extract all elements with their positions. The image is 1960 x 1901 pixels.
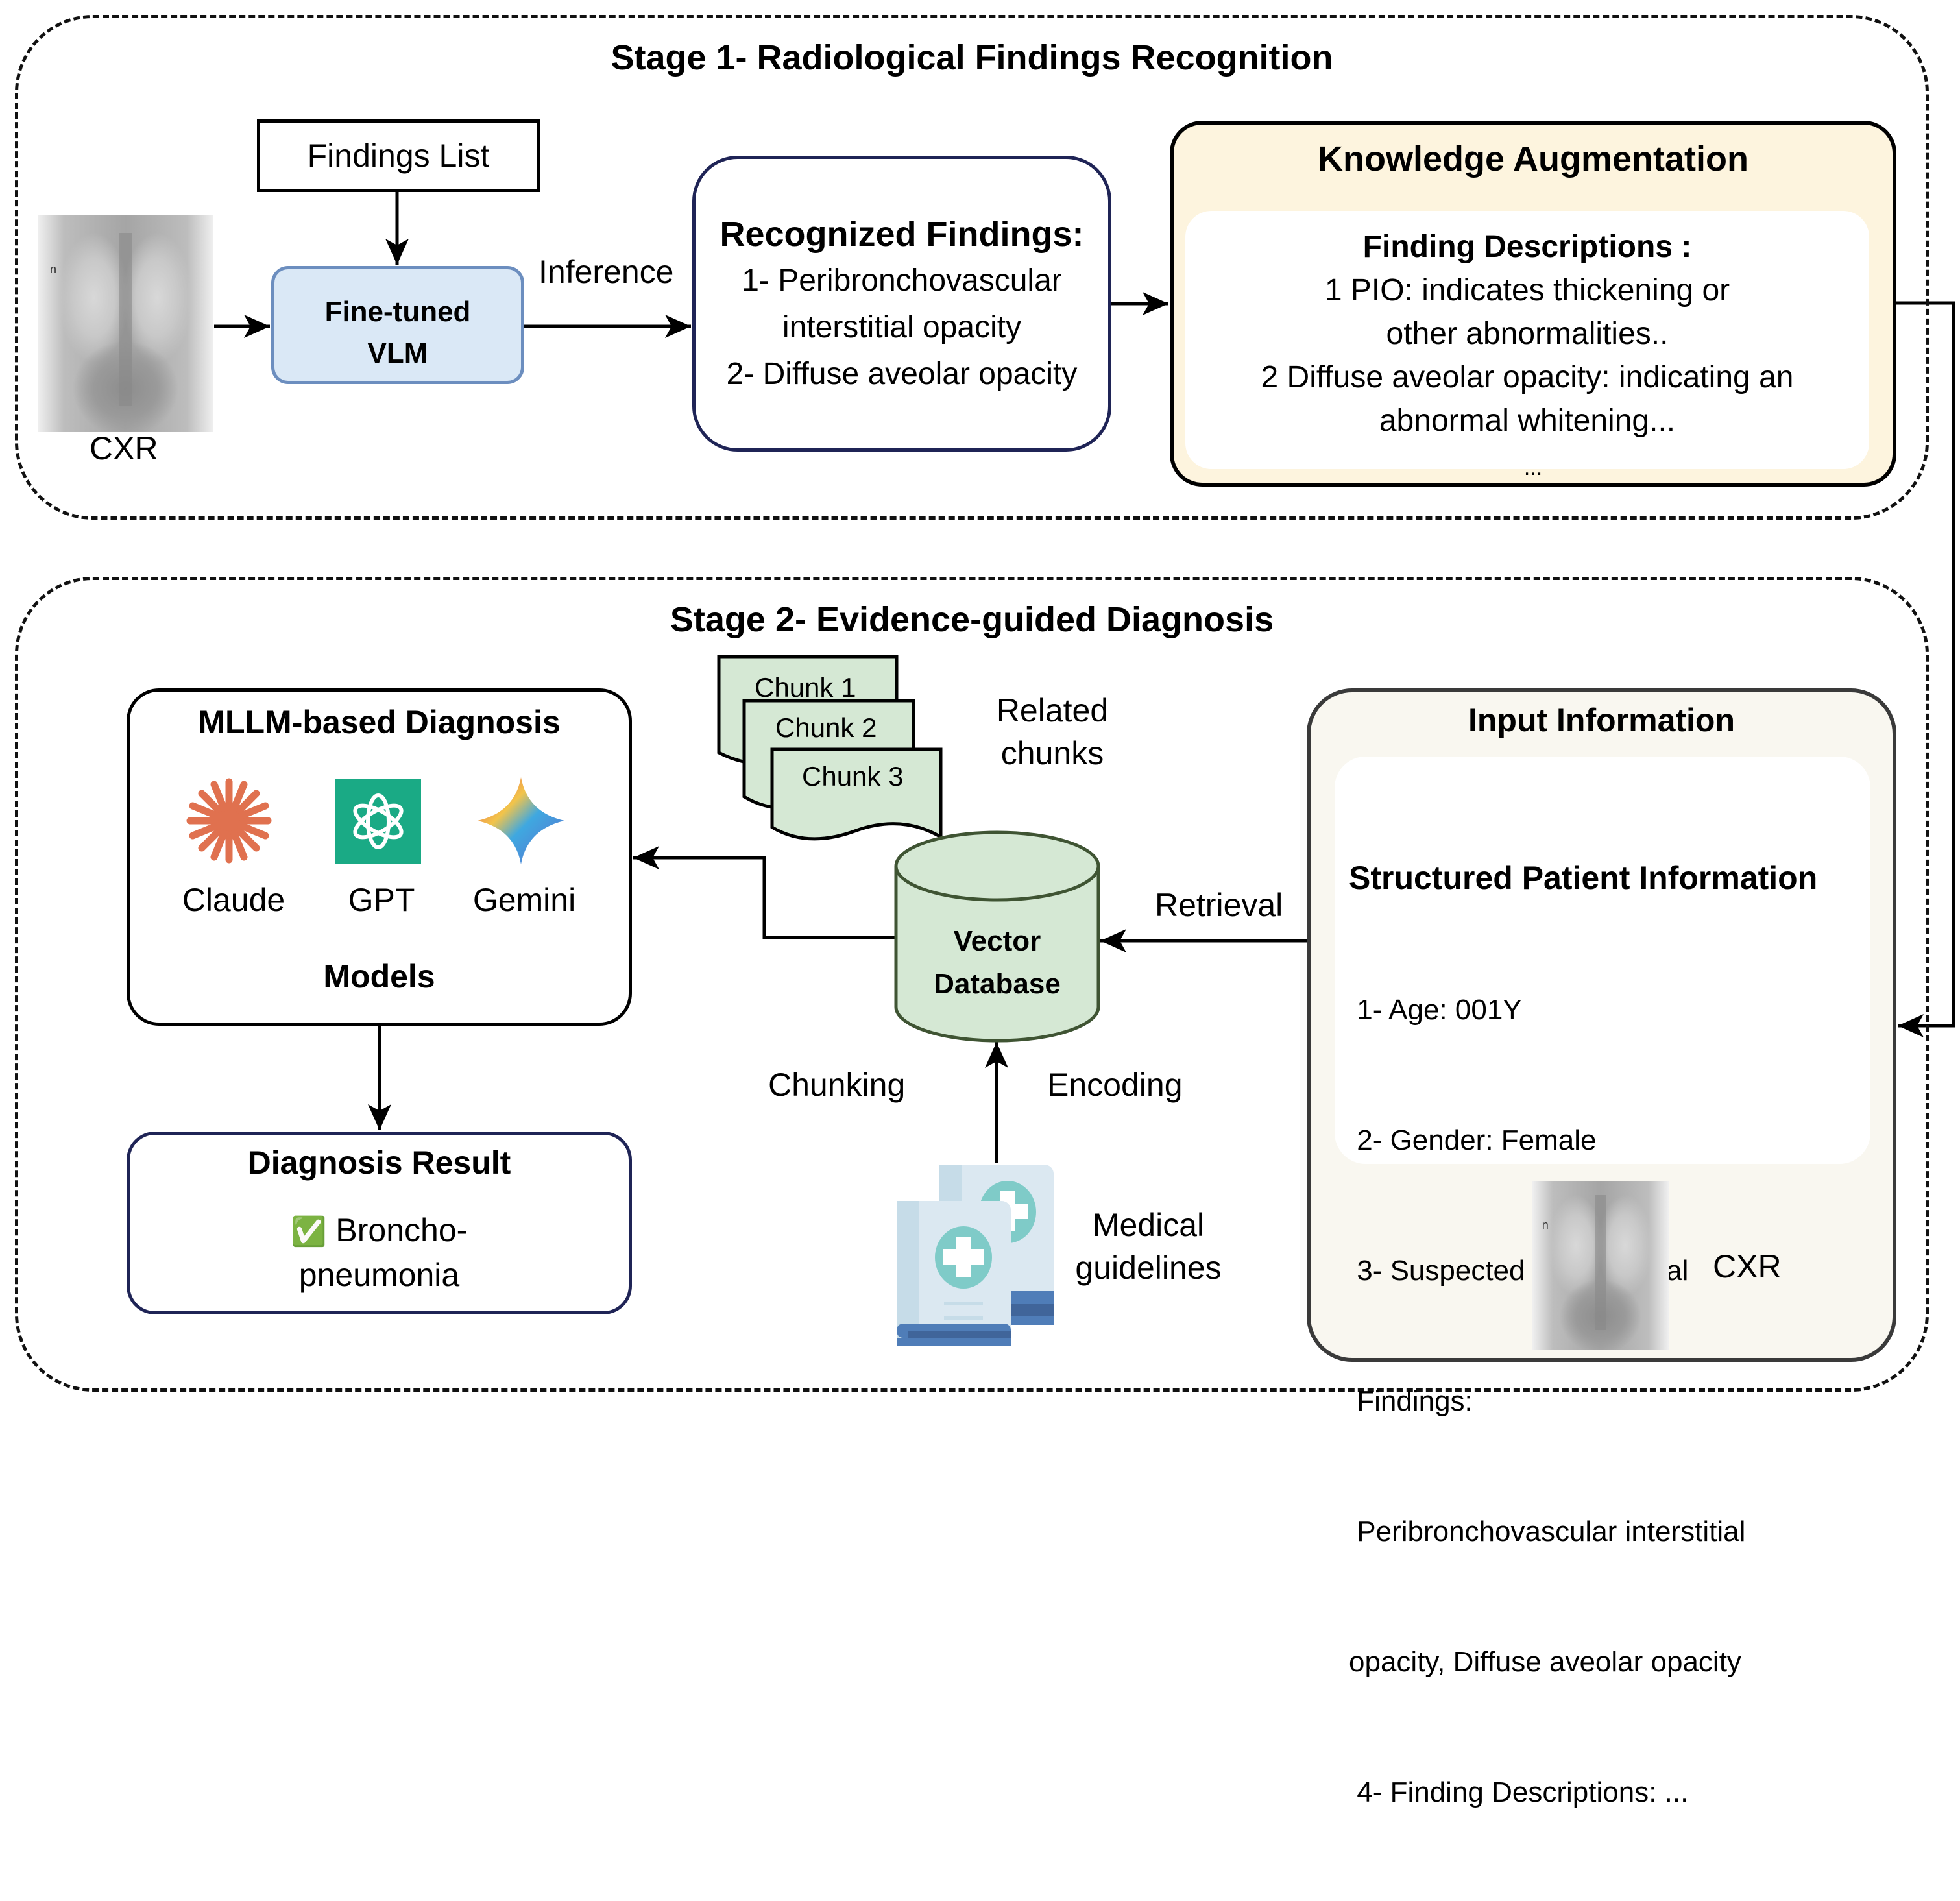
models-footer: Models: [323, 958, 435, 995]
medical-guidelines-label: Medical guidelines: [1064, 1204, 1233, 1289]
recognized-findings-box: Recognized Findings: 1- Peribronchovascu…: [692, 156, 1111, 452]
vector-database-label: Vector Database: [896, 920, 1098, 1006]
finding-descriptions-title: Finding Descriptions :: [1362, 230, 1692, 264]
diagnosis-result-line2: pneumonia: [298, 1257, 460, 1293]
chunk-document-3: [770, 747, 943, 841]
input-information-title: Input Information: [1468, 702, 1736, 738]
finding-description-line: 2 Diffuse aveolar opacity: indicating an: [1261, 360, 1794, 394]
cxr-image: n: [38, 215, 213, 432]
patient-info-line: 4- Finding Descriptions: ...: [1349, 1776, 1689, 1808]
related-chunks-line1: Related: [996, 692, 1109, 729]
connectors-layer: [186, 191, 1955, 1346]
vector-database-cylinder: [894, 830, 1100, 1043]
encoding-label: Encoding: [1047, 1067, 1183, 1103]
vector-db-line1: Vector: [953, 925, 1041, 957]
findings-list-box: Findings List: [257, 119, 540, 192]
chunk-label-2: Chunk 2: [775, 712, 877, 743]
mllm-diagnosis-box: MLLM-based Diagnosis Claude GPT Gemini M…: [127, 688, 632, 1026]
retrieval-label: Retrieval: [1155, 887, 1283, 923]
related-chunks-label: Related chunks: [960, 689, 1144, 775]
patient-info-line: 1- Age: 001Y: [1349, 994, 1522, 1026]
mllm-diagnosis-title: MLLM-based Diagnosis: [198, 704, 561, 740]
input-cxr-label: CXR: [1713, 1248, 1782, 1285]
recognized-finding-line: 2- Diffuse aveolar opacity: [726, 357, 1078, 391]
patient-info-line: 2- Gender: Female: [1349, 1124, 1597, 1156]
input-cxr-image: n: [1532, 1181, 1669, 1350]
model-label-gpt: GPT: [348, 882, 415, 918]
finding-descriptions-panel: Finding Descriptions : 1 PIO: indicates …: [1185, 211, 1869, 469]
vlm-label-line1: Fine-tuned: [324, 296, 471, 328]
finding-description-line: other abnormalities..: [1386, 317, 1669, 351]
stage2-title: Stage 2- Evidence-guided Diagnosis: [670, 600, 1274, 639]
patient-info-line: Peribronchovascular interstitial: [1349, 1516, 1746, 1547]
cxr-label: CXR: [90, 430, 158, 466]
vlm-box: Fine-tuned VLM: [271, 266, 524, 384]
chunk-label-3: Chunk 3: [802, 761, 904, 792]
findings-list-label: Findings List: [307, 138, 490, 174]
medical-books-icon: [897, 1165, 1054, 1346]
claude-logo-icon: [186, 778, 272, 864]
recognized-findings-title: Recognized Findings:: [720, 215, 1084, 254]
recognized-finding-line: 1- Peribronchovascular: [742, 263, 1062, 298]
recognized-finding-line: interstitial opacity: [782, 310, 1022, 345]
stage1-title: Stage 1- Radiological Findings Recogniti…: [611, 38, 1333, 77]
gemini-logo-icon: [478, 777, 564, 864]
stage2-container: Stage 2- Evidence-guided Diagnosis: [15, 577, 1929, 1392]
structured-patient-info-title: Structured Patient Information: [1349, 860, 1818, 896]
finding-description-line: 1 PIO: indicates thickening or: [1324, 273, 1730, 308]
diagnosis-result-line1: Broncho-: [335, 1212, 468, 1248]
chunk-label-1: Chunk 1: [755, 672, 856, 703]
model-label-claude: Claude: [182, 882, 285, 918]
knowledge-augmentation-title: Knowledge Augmentation: [1318, 139, 1748, 178]
finding-description-line: abnormal whitening...: [1379, 404, 1676, 438]
related-chunks-line2: chunks: [1000, 735, 1104, 771]
patient-info-line: opacity, Diffuse aveolar opacity: [1349, 1646, 1741, 1678]
check-icon: ✅: [291, 1216, 327, 1248]
vector-db-line2: Database: [934, 968, 1061, 1000]
chunking-label: Chunking: [768, 1067, 906, 1103]
knowledge-ellipsis: ...: [1523, 455, 1543, 480]
input-information-box: Input Information Structured Patient Inf…: [1307, 688, 1896, 1808]
diagnosis-result-box: Diagnosis Result ✅ Broncho- pneumonia: [127, 1132, 632, 1314]
arrow-db-to-mllm: [633, 846, 895, 939]
structured-patient-info-panel: Structured Patient Information 1- Age: 0…: [1335, 757, 1870, 1808]
diagnosis-result-title: Diagnosis Result: [247, 1144, 511, 1181]
model-label-gemini: Gemini: [472, 882, 576, 918]
guidelines-line1: Medical: [1092, 1207, 1205, 1243]
openai-logo-icon: [335, 779, 421, 864]
patient-info-line: Findings:: [1349, 1385, 1473, 1417]
stage1-container: Stage 1- Radiological Findings Recogniti…: [15, 15, 1929, 520]
vlm-label-line2: VLM: [367, 337, 428, 369]
guidelines-line2: guidelines: [1075, 1250, 1222, 1286]
knowledge-augmentation-box: Knowledge Augmentation Finding Descripti…: [1170, 121, 1896, 487]
inference-label: Inference: [538, 254, 674, 290]
